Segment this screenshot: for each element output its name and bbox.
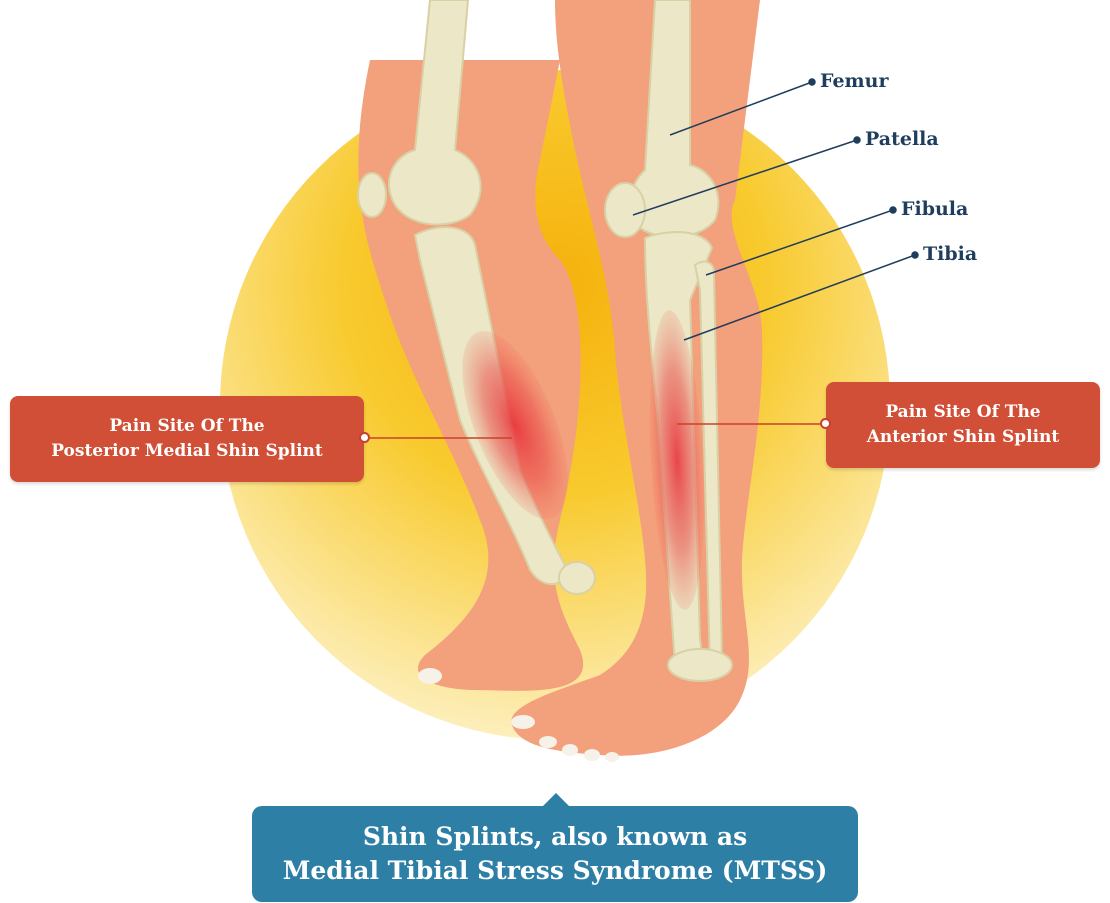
left-ankle-bone: [559, 562, 595, 594]
posterior-pain-dot: [359, 432, 370, 443]
femur-label: Femur: [820, 70, 888, 92]
right-ankle-bone: [668, 649, 732, 681]
title-box-pointer: [542, 793, 570, 807]
posterior-pain-line1: Pain Site Of The: [10, 414, 364, 439]
left-patella: [358, 173, 386, 217]
anterior-pain-line2: Anterior Shin Splint: [826, 425, 1100, 450]
fibula-label: Fibula: [901, 198, 968, 220]
tibia-label: Tibia: [923, 243, 977, 265]
title-line1: Shin Splints, also known as: [252, 820, 858, 854]
right-patella: [605, 183, 645, 237]
posterior-pain-line2: Posterior Medial Shin Splint: [10, 439, 364, 464]
anterior-pain-dot: [820, 418, 831, 429]
posterior-pain-site-box: Pain Site Of The Posterior Medial Shin S…: [10, 396, 364, 482]
title-box: Shin Splints, also known as Medial Tibia…: [252, 806, 858, 902]
patella-label: Patella: [865, 128, 939, 150]
anterior-pain-line1: Pain Site Of The: [826, 400, 1100, 425]
anterior-pain-site-box: Pain Site Of The Anterior Shin Splint: [826, 382, 1100, 468]
title-line2: Medial Tibial Stress Syndrome (MTSS): [252, 854, 858, 888]
